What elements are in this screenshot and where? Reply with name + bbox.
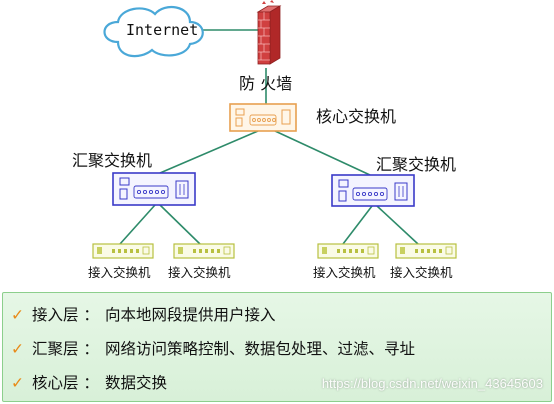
network-topology-diagram [92,0,457,259]
firewall-label: 防 火墙 [239,74,293,93]
access-switch-4-icon [395,243,457,259]
access-switch-4-label: 接入交换机 [390,265,453,280]
legend-term: 接入层 ： [32,306,99,324]
check-icon: ✓ [11,340,24,358]
access-switch-3-label: 接入交换机 [313,265,376,280]
core-switch-label: 核心交换机 [316,107,397,126]
line-core-agg-left [159,130,259,174]
check-icon: ✓ [11,374,24,392]
aggregation-switch-right-icon [331,174,415,207]
core-switch-icon [229,103,297,132]
legend-item-core: ✓ 核心层 ： 数据交换 [11,371,167,393]
access-switch-1-label: 接入交换机 [88,265,151,280]
layer-legend-panel: ✓ 接入层 ： 向本地网段提供用户接入 ✓ 汇聚层 ： 网络访问策略控制、数据包处理、过… [2,292,552,402]
connection-lines [119,29,419,245]
legend-term: 核心层 ： [32,374,99,392]
line-agg-left-access-2 [159,204,201,245]
access-switch-1-icon [92,243,154,259]
line-core-agg-right [274,130,371,176]
check-icon: ✓ [11,306,24,324]
internet-cloud-icon [103,5,204,58]
legend-term: 汇聚层 ： [32,340,99,358]
internet-label: Internet [126,21,199,39]
legend-desc: 网络访问策略控制、数据包处理、过滤、寻址 [104,340,415,358]
legend-desc: 向本地网段提供用户接入 [104,306,276,324]
access-switch-2-label: 接入交换机 [168,265,231,280]
legend-item-aggregation: ✓ 汇聚层 ： 网络访问策略控制、数据包处理、过滤、寻址 [11,337,415,359]
legend-desc: 数据交换 [104,374,167,392]
aggregation-switch-right-label: 汇聚交换机 [376,155,457,174]
line-agg-left-access-1 [119,204,156,245]
aggregation-switch-left-icon [112,172,196,206]
line-agg-right-access-3 [342,205,373,245]
access-switch-3-icon [317,243,379,259]
legend-item-access: ✓ 接入层 ： 向本地网段提供用户接入 [11,303,275,325]
watermark-url: https://blog.csdn.net/weixin_43645603 [321,376,543,391]
aggregation-switch-left-label: 汇聚交换机 [72,151,153,170]
access-switch-2-icon [173,243,235,259]
line-agg-right-access-4 [376,205,419,245]
firewall-icon [256,0,282,65]
